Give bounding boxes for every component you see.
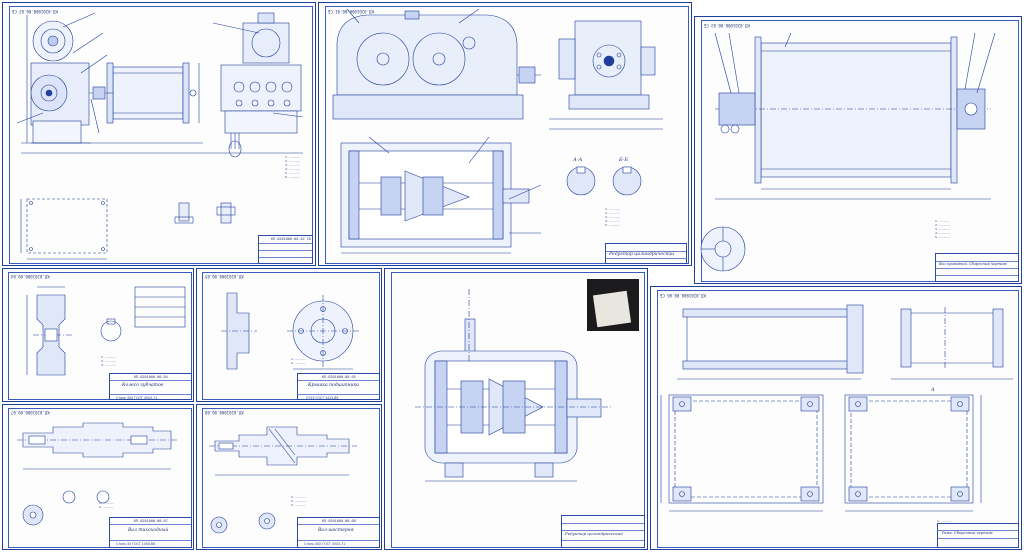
sheet-frame (202, 272, 380, 400)
sheet-bearing-cover[interactable]: КП.0201000.00.05 1. ............ 2. ....… (196, 268, 382, 402)
winch-drawing (16, 12, 304, 260)
title-block: Рама. Сборочный чертеж (937, 523, 1019, 548)
tech-requirements-note: 1. ............ 2. ............ 3. .....… (291, 495, 307, 507)
sheet-frame (9, 6, 313, 264)
title-block: КП.0201000.00.07 Вал тихоходный Сталь 45… (109, 517, 192, 548)
title-block: КП.0201000.00.05 Крышка подшипника СЧ15 … (297, 373, 380, 400)
section-label-b-b: Б-Б (619, 157, 629, 163)
tech-requirements-note: 1. ............ 2. ............ (291, 357, 307, 365)
drive-shaft-drawing (700, 32, 996, 272)
title-block: КП.0201000.00.08 Вал-шестерня Сталь 40Х … (297, 517, 380, 548)
view-label-a: А (931, 387, 935, 393)
sheet-frame (657, 290, 1019, 548)
frame-drawing (660, 304, 1013, 512)
tech-requirements-note: 1. ............ 2. ............ 3. .....… (285, 155, 301, 179)
title-block: КП.0201000.00.02 СБ (258, 235, 313, 264)
sheet-frame-assembly[interactable]: КП.0201000.00.06 СБ (650, 286, 1022, 550)
reducer-assembly-drawing (332, 8, 663, 254)
tech-requirements-note: 1. ............ 2. ............ 3. .....… (101, 355, 117, 367)
title-block: Редуктор цилиндрический (561, 515, 645, 548)
pinion-shaft-drawing (209, 426, 357, 534)
section-label-a-a: А-А (573, 157, 583, 163)
low-speed-shaft-drawing (17, 422, 179, 526)
sheet-reducer-assembly[interactable]: КП.0201000.00.01 СБ (318, 2, 692, 266)
title-block: Вал приводной. Сборочный чертеж (935, 253, 1019, 282)
sheet-frame (8, 408, 192, 548)
title-block: КП.0201000.00.04 Колесо зубчатое Сталь 4… (109, 373, 192, 400)
sheet-frame (701, 20, 1019, 282)
sheet-low-speed-shaft[interactable]: КП.0201000.00.07 1. ............ 2. ....… (2, 404, 194, 550)
sheet-frame (325, 6, 689, 264)
bearing-cover-drawing (221, 292, 359, 370)
sheet-frame (391, 272, 645, 548)
sheet-winch-general-view[interactable]: КП.0201000.00.02 СБ (2, 2, 316, 266)
tech-requirements-note: 1. ............ 2. ............ 3. .....… (935, 219, 951, 239)
sheet-gear-wheel[interactable]: КП.0201000.00.04 1. ............ 2. ....… (2, 268, 194, 402)
sheet-frame (8, 272, 192, 400)
tech-requirements-note: 1. ............ 2. ............ 3. .....… (605, 207, 621, 227)
sheet-reducer-section[interactable]: Редуктор цилиндрический (384, 268, 648, 550)
gear-wheel-drawing (26, 286, 186, 376)
sheet-frame (202, 408, 380, 548)
title-block: Редуктор цилиндрический (605, 243, 687, 264)
reducer-section-drawing (415, 289, 613, 482)
sheet-pinion-shaft[interactable]: КП.0201000.00.08 1. ............ 2. ....… (196, 404, 382, 550)
sheet-drive-shaft[interactable]: КП.0201000.00.03 СБ 1. ............ 2. .… (694, 16, 1022, 284)
reference-photo (587, 279, 639, 331)
tech-requirements-note: 1. ............ 2. ............ (99, 501, 115, 509)
